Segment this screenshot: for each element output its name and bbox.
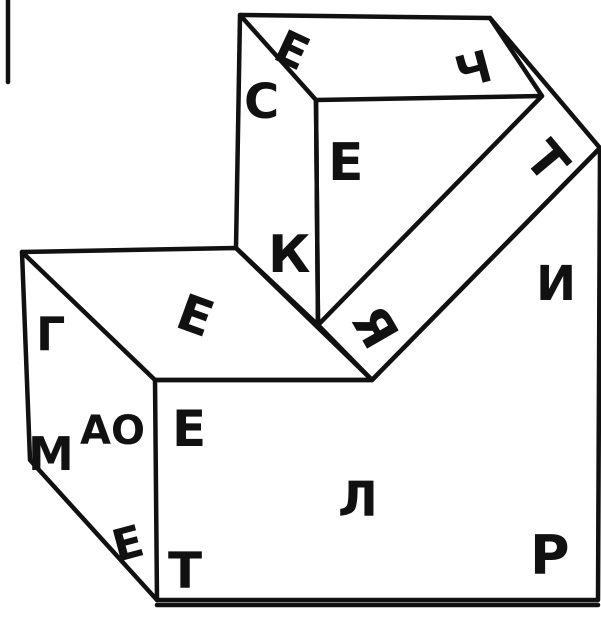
upper-front-slant — [318, 96, 542, 325]
label-front-bottom: Т — [168, 542, 202, 600]
label-front-top: Е — [172, 400, 206, 458]
label-front-mid: Л — [338, 472, 378, 528]
label-front-right: Р — [530, 524, 570, 587]
label-left-top: Г — [36, 307, 65, 361]
label-upper-lower-left: К — [268, 225, 311, 285]
label-top-right: Ч — [450, 41, 498, 99]
upper-front-bottom — [316, 100, 318, 325]
label-upper-left-face: С — [244, 74, 279, 130]
label-right-upper: И — [536, 256, 576, 312]
label-top-back: Е — [266, 19, 317, 81]
label-left-mid: М — [28, 427, 74, 481]
upper-right-edges — [490, 18, 600, 148]
label-left-bottom: Е — [107, 516, 149, 573]
label-middle-top: Е — [169, 283, 221, 349]
label-slant-top: Т — [514, 130, 580, 193]
label-upper-front: Е — [328, 133, 364, 193]
label-slant-lower: Я — [340, 296, 409, 358]
label-left-ao: АО — [80, 408, 145, 454]
